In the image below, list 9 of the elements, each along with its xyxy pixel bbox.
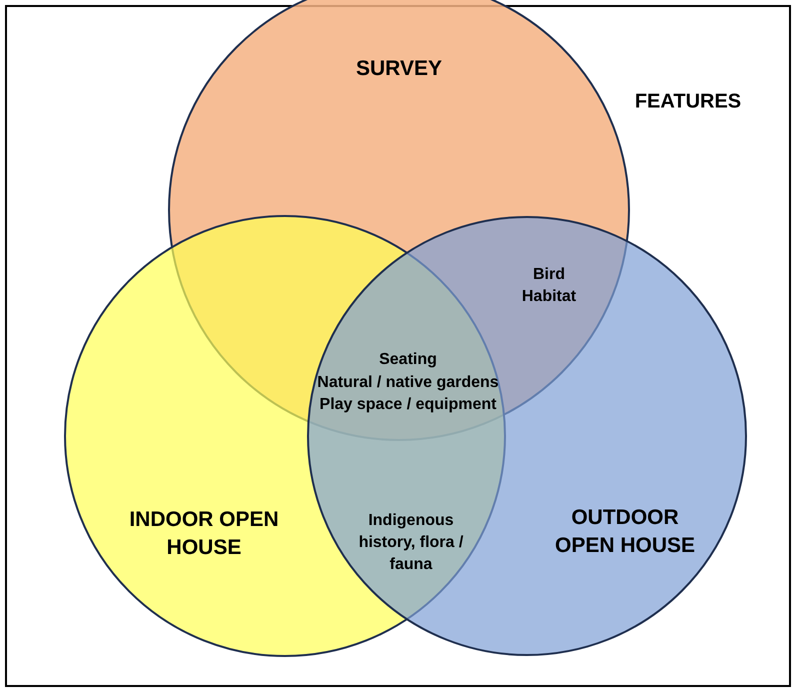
circle-label: SURVEY [355,56,443,82]
region-label: Play space / equipment [318,395,498,415]
region-label: Natural / native gardens [316,373,500,393]
region-label: Bird Habitat [520,265,578,307]
diagram-title: FEATURES [634,90,742,114]
region-label: Indigenous history, flora / fauna [358,511,464,575]
circle-label: OUTDOOR OPEN HOUSE [554,505,696,559]
circle-label: INDOOR OPEN HOUSE [128,507,280,561]
region-label: Seating [378,350,438,370]
